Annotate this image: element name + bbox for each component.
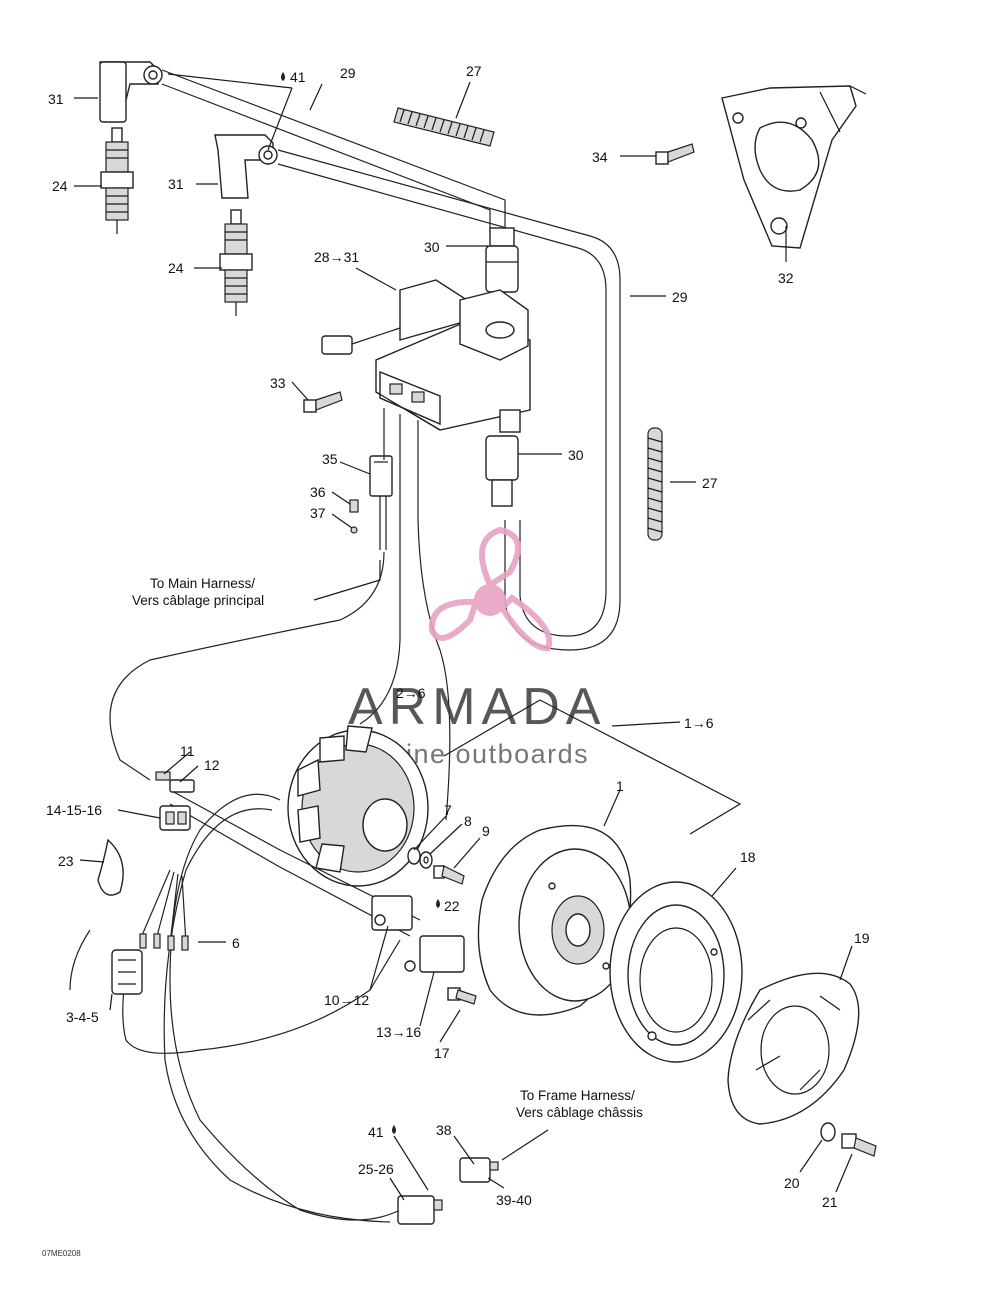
terminals-6 <box>139 933 189 951</box>
flywheel <box>477 824 632 1016</box>
label-17: 17 <box>434 1045 450 1061</box>
sensor-13-16 <box>404 935 465 973</box>
label-41-lower: 41 <box>368 1124 384 1140</box>
coil-boot-upper <box>485 227 519 293</box>
ring-cover <box>727 972 860 1125</box>
washer-8 <box>419 851 433 869</box>
note-main-harness-fr: Vers câblage principal <box>132 593 264 608</box>
screw-21 <box>841 1133 877 1157</box>
screw-9 <box>433 865 465 885</box>
label-22: 22 <box>444 898 460 914</box>
terminal-37 <box>350 526 358 534</box>
label-2-6: 2→6 <box>396 685 426 701</box>
label-27-upper: 27 <box>466 63 482 79</box>
label-24-lower: 24 <box>168 260 184 276</box>
note-frame-harness-en: To Frame Harness/ <box>520 1088 635 1103</box>
label-37: 37 <box>310 505 326 521</box>
spiral-sleeve-right <box>647 427 663 541</box>
connector-25-26 <box>397 1195 443 1225</box>
screw-33 <box>303 391 343 413</box>
harness-notes: To Main Harness/ Vers câblage principal … <box>132 576 643 1120</box>
label-39-40: 39-40 <box>496 1192 532 1208</box>
sensor-10-12 <box>371 895 413 931</box>
spark-plug-cap-upper <box>99 61 163 123</box>
label-19: 19 <box>854 930 870 946</box>
label-38: 38 <box>436 1122 452 1138</box>
label-31-upper: 31 <box>48 91 64 107</box>
leader-lines <box>74 73 853 1201</box>
grease-drop-icon <box>281 72 440 1134</box>
label-36: 36 <box>310 484 326 500</box>
figure-code: 07ME0208 <box>42 1249 81 1258</box>
label-3-4-5: 3-4-5 <box>66 1009 99 1025</box>
label-34: 34 <box>592 149 608 165</box>
connector-38 <box>459 1157 499 1183</box>
tie-wrap-23 <box>97 838 124 896</box>
label-28-31: 28→31 <box>314 249 359 265</box>
connector-12 <box>169 779 195 793</box>
spark-plug-cap-lower <box>214 134 278 199</box>
callout-bracket-1-6 <box>443 699 742 835</box>
label-12: 12 <box>204 757 220 773</box>
watermark-logo-icon <box>428 526 553 652</box>
spiral-sleeve-upper <box>393 107 495 147</box>
label-35: 35 <box>322 451 338 467</box>
label-21: 21 <box>822 1194 838 1210</box>
label-33: 33 <box>270 375 286 391</box>
part-number-labels: 31 24 31 24 41 29 27 34 32 30 29 28→31 3… <box>46 63 870 1210</box>
label-27-right: 27 <box>702 475 718 491</box>
label-31-lower: 31 <box>168 176 184 192</box>
flywheel-cover <box>609 881 743 1063</box>
washer-20 <box>820 1122 836 1142</box>
label-30-lower: 30 <box>568 447 584 463</box>
label-14-15-16: 14-15-16 <box>46 802 102 818</box>
label-6: 6 <box>232 935 240 951</box>
label-9: 9 <box>482 823 490 839</box>
label-11: 11 <box>180 743 195 759</box>
coil-wires <box>109 408 451 821</box>
note-main-harness-en: To Main Harness/ <box>150 576 255 591</box>
label-30-upper: 30 <box>424 239 440 255</box>
label-1: 1 <box>616 778 624 794</box>
spark-plug-lower <box>219 209 253 316</box>
label-25-26: 25-26 <box>358 1161 394 1177</box>
screw-17 <box>447 987 477 1005</box>
connector-3-4-5 <box>111 949 143 995</box>
label-18: 18 <box>740 849 756 865</box>
label-10-12: 10→12 <box>324 992 369 1008</box>
screw-34 <box>655 143 695 165</box>
label-8: 8 <box>464 813 472 829</box>
ignition-coil <box>375 279 531 433</box>
label-29-right: 29 <box>672 289 688 305</box>
label-23: 23 <box>58 853 74 869</box>
label-41-upper: 41 <box>290 69 306 85</box>
mounting-bracket <box>721 85 867 249</box>
label-20: 20 <box>784 1175 800 1191</box>
terminal-housing-35 <box>369 455 393 550</box>
label-13-16: 13→16 <box>376 1024 421 1040</box>
stator-harness <box>69 789 421 1223</box>
coil-connector <box>321 327 401 355</box>
note-frame-harness-fr: Vers câblage châssis <box>516 1105 643 1120</box>
label-7: 7 <box>444 802 452 818</box>
spark-plug-upper <box>100 127 134 234</box>
label-29-upper: 29 <box>340 65 356 81</box>
label-32: 32 <box>778 270 794 286</box>
connector-11 <box>155 771 171 781</box>
connector-14-15-16 <box>159 805 191 831</box>
watermark-name: ARMADA <box>348 678 606 736</box>
terminal-36 <box>349 499 359 513</box>
washer-7 <box>407 847 421 865</box>
stator-assembly <box>287 725 429 887</box>
label-24-upper: 24 <box>52 178 68 194</box>
coil-boot-lower <box>485 435 519 507</box>
label-1-6: 1→6 <box>684 715 714 731</box>
